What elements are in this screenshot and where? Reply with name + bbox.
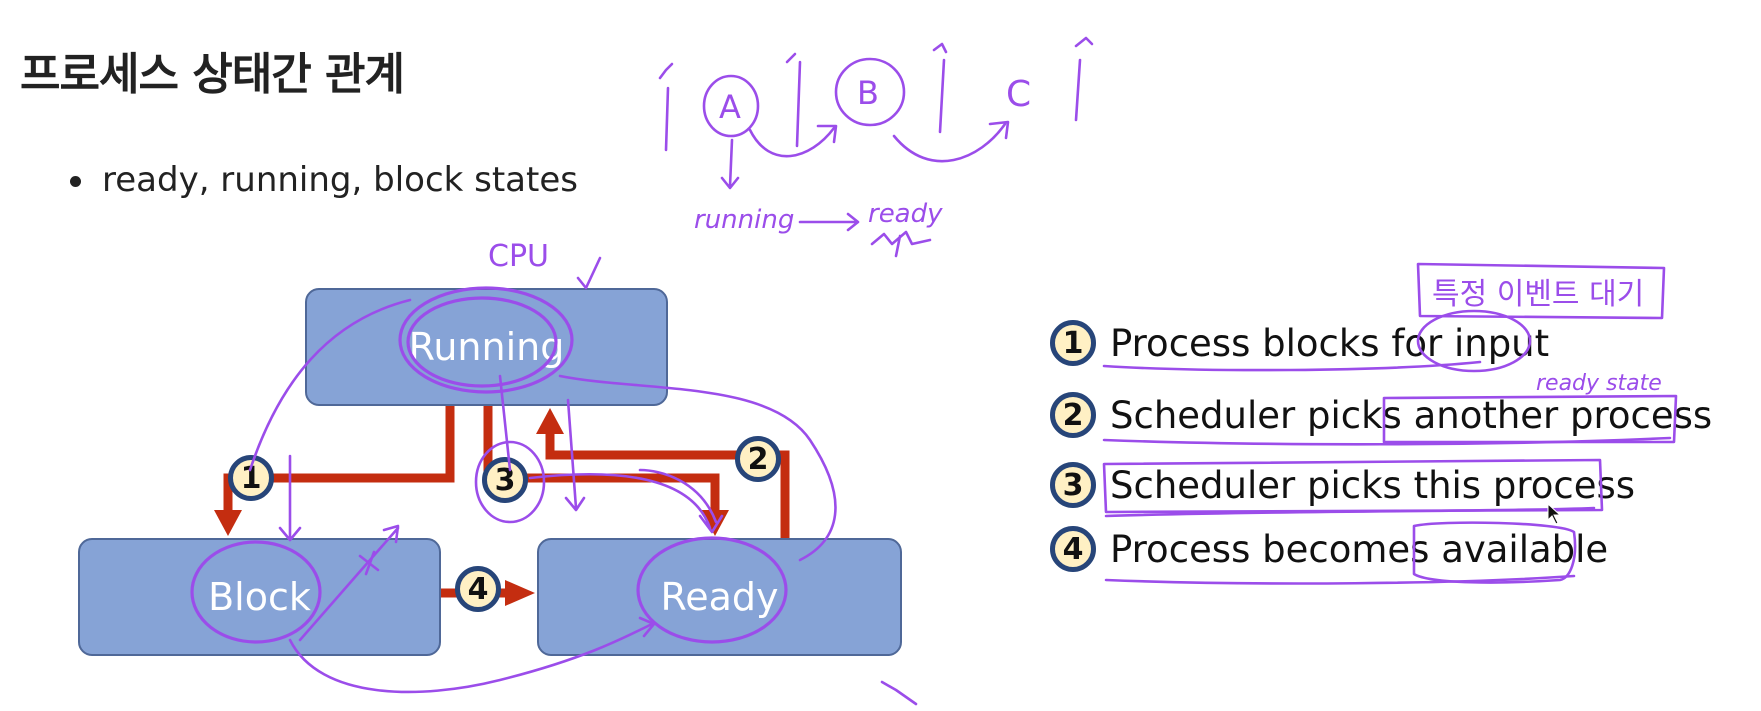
- ink-circle-running-2: [406, 296, 558, 388]
- legend-text-3: Scheduler picks this process: [1110, 463, 1636, 507]
- ink-box-3: [1102, 458, 1604, 514]
- ink-underline-4: [1104, 574, 1576, 585]
- legend-badge-2: 2: [1050, 392, 1096, 438]
- ink-word-ready-state: ready state: [1536, 371, 1662, 396]
- arrowhead-running: [536, 408, 564, 434]
- arrow-ready-to-running: [545, 432, 790, 538]
- badge-1: 1: [228, 455, 274, 501]
- bullet-list: ready, running, block states: [64, 158, 578, 202]
- ink-curve-right-loop: [558, 374, 837, 562]
- ink-circle-a: [702, 74, 760, 138]
- ink-tick-bottom: [880, 680, 918, 706]
- ink-label-a: A: [719, 88, 741, 126]
- ink-arrow-block-up: [298, 524, 400, 642]
- state-ready: Ready: [537, 538, 902, 656]
- bullet-item: ready, running, block states: [64, 158, 578, 202]
- ink-line-3: [498, 374, 512, 472]
- ink-arrow-down-a: [720, 138, 740, 190]
- ink-bar-2: [795, 60, 802, 148]
- legend-badge-4: 4: [1050, 526, 1096, 572]
- legend-badge-1: 1: [1050, 320, 1096, 366]
- arrow-running-to-block: [223, 400, 455, 512]
- legend-text-2: Scheduler picks another process: [1110, 393, 1713, 437]
- ink-tick-3: [932, 42, 948, 54]
- ink-word-event-wait: 특정 이벤트 대기: [1432, 277, 1644, 312]
- ink-box-event: [1416, 262, 1666, 320]
- ink-word-ready: ready: [868, 199, 943, 229]
- ink-circle-running: [398, 286, 574, 394]
- legend-badge-3: 3: [1050, 462, 1096, 508]
- badge-4: 4: [455, 566, 501, 612]
- state-block: Block: [78, 538, 441, 656]
- ink-word-cpu: CPU: [488, 239, 549, 274]
- ink-circle-ready: [636, 536, 788, 644]
- arrow-running-to-ready: [483, 400, 720, 512]
- legend-item-1: 1 Process blocks for input: [1050, 320, 1549, 366]
- ink-line-1: [278, 454, 302, 542]
- cursor-icon: [1547, 502, 1562, 525]
- legend-item-3: 3 Scheduler picks this process: [1050, 462, 1635, 508]
- ink-x-mark: [358, 550, 380, 576]
- ink-underline-1: [1102, 360, 1482, 372]
- ink-arrow-b-c: [892, 122, 1007, 163]
- ink-bar-3: [938, 58, 946, 134]
- ink-circle-3: [474, 440, 546, 524]
- page-title: 프로세스 상태간 관계: [20, 49, 405, 100]
- ink-squiggle-ready: [870, 230, 932, 258]
- legend-text-4: Process becomes available: [1110, 527, 1609, 571]
- ink-bar-1: [664, 86, 670, 152]
- legend-text-1: Process blocks for input: [1110, 321, 1550, 365]
- ink-arrowhead-b-c: [988, 120, 1010, 140]
- ink-tick-4: [1074, 36, 1094, 48]
- ink-circle-b: [834, 57, 906, 127]
- ink-curve-running-block: [248, 298, 412, 472]
- legend-item-2: 2 Scheduler picks another process: [1050, 392, 1712, 438]
- ink-tick-1: [658, 62, 674, 80]
- ink-curve-2-ready: [638, 468, 718, 524]
- ink-underline-2: [1102, 436, 1672, 446]
- ink-arrow-down-mid: [564, 398, 586, 512]
- ink-bar-4: [1074, 58, 1082, 122]
- badge-2: 2: [735, 436, 781, 482]
- ink-tick-2: [785, 52, 797, 64]
- ink-box-another: [1382, 394, 1678, 444]
- ink-word-running: running: [694, 205, 794, 235]
- arrowhead-ready-2: [505, 580, 535, 606]
- ink-label-c: C: [1006, 74, 1031, 115]
- ink-arrow-a-b: [748, 126, 836, 158]
- arrowhead-block: [214, 510, 242, 536]
- legend-item-4: 4 Process becomes available: [1050, 526, 1608, 572]
- ink-circle-input: [1416, 309, 1532, 373]
- ink-circle-block: [190, 540, 322, 644]
- ink-arrowhead-a-b: [816, 124, 838, 144]
- ink-check-cpu: [576, 256, 602, 290]
- ink-curve-3-ready: [528, 472, 724, 534]
- ink-arrow-running-ready: [798, 212, 860, 232]
- ink-box-available: [1412, 521, 1577, 584]
- ink-curve-bottom: [288, 616, 656, 694]
- ink-label-b: B: [857, 74, 879, 112]
